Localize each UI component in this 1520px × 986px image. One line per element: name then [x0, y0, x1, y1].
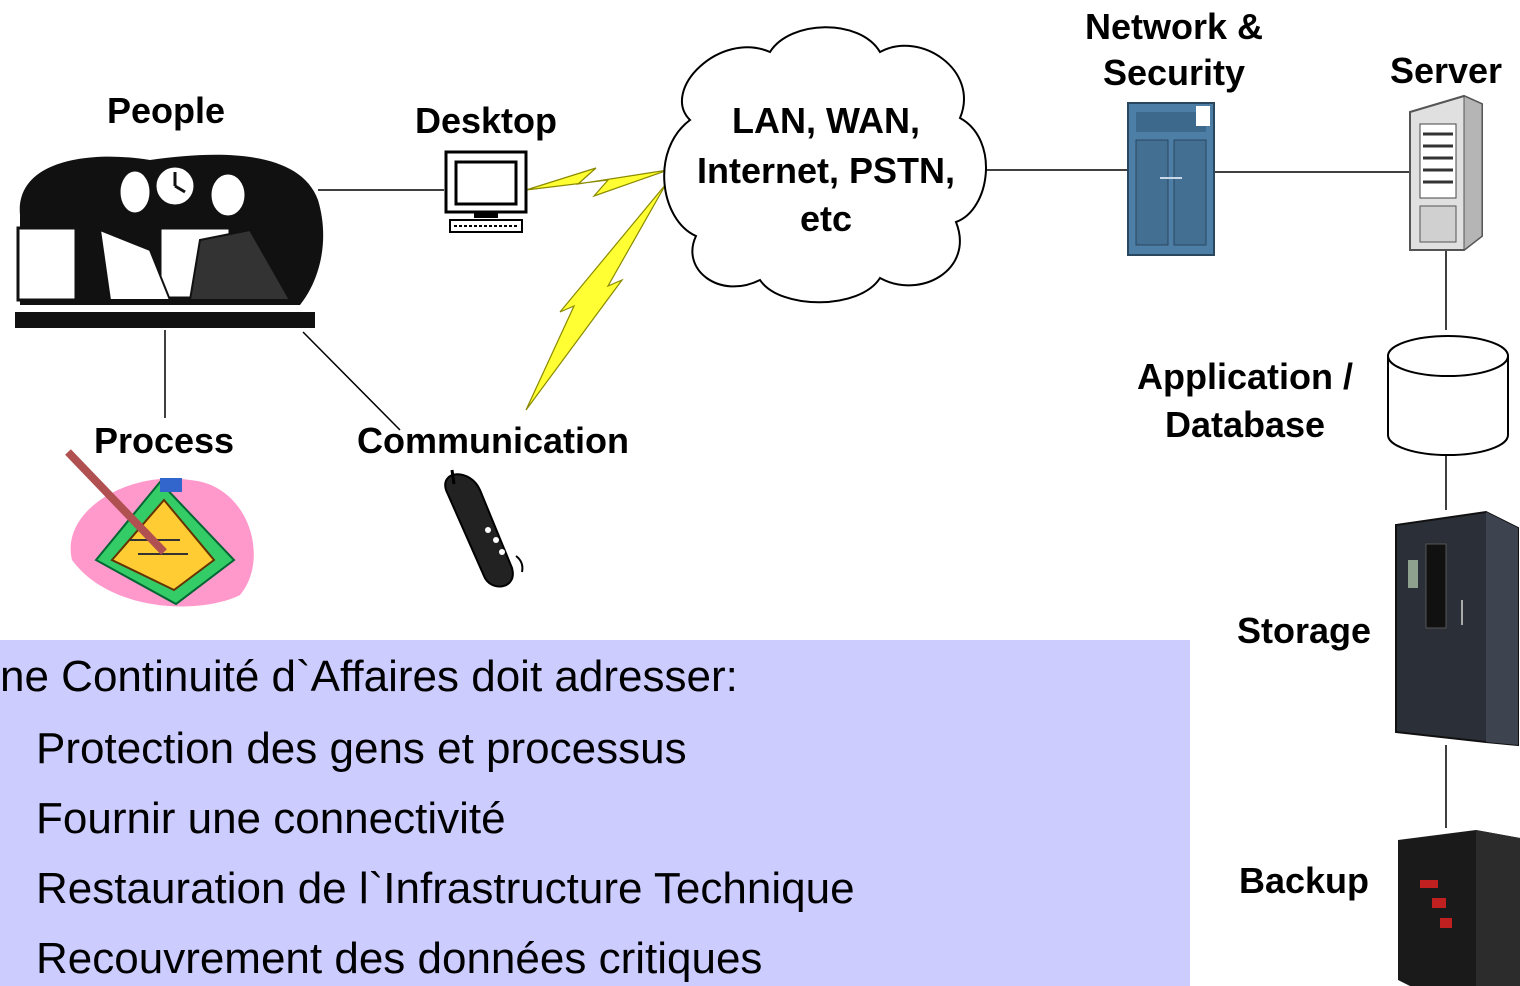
connector-lines: [164, 169, 1447, 828]
network-label-line1: Network &: [1084, 6, 1264, 47]
mobile-phone-icon: [444, 469, 524, 588]
desktop-label: Desktop: [414, 100, 558, 141]
cloud-label-line2: Internet, PSTN,: [696, 150, 956, 191]
cloud-network-icon: [663, 26, 987, 304]
network-security-appliance-icon: [1127, 102, 1215, 256]
info-box-item: Recouvrement des données critiques: [36, 934, 763, 983]
communication-label: Communication: [356, 420, 629, 461]
app-db-label-line1: Application /: [1137, 356, 1353, 397]
cloud-label-line3: etc: [799, 198, 853, 239]
network-label-line2: Security: [1102, 52, 1246, 93]
info-box-item: Fournir une connectivité: [36, 794, 506, 843]
info-box-item: Restauration de l`Infrastructure Techniq…: [36, 864, 855, 913]
desktop-computer-icon: [444, 150, 528, 233]
storage-label: Storage: [1236, 610, 1372, 651]
database-cylinder-icon: [1387, 335, 1509, 456]
cloud-label-line1: LAN, WAN,: [732, 100, 920, 141]
people-label: People: [106, 90, 226, 131]
storage-cabinet-icon: [1395, 510, 1519, 747]
server-label: Server: [1389, 50, 1503, 91]
people-meeting-icon: [15, 154, 324, 328]
backup-unit-icon: [1398, 830, 1520, 986]
process-clipboard-icon: [65, 449, 254, 607]
app-db-label-line2: Database: [1164, 404, 1326, 445]
lightning-bolt-icon: [525, 167, 669, 411]
process-label: Process: [93, 420, 235, 461]
server-tower-icon: [1409, 94, 1483, 252]
info-box-title: ne Continuité d`Affaires doit adresser:: [0, 652, 738, 701]
continuity-info-box: ne Continuité d`Affaires doit adresser: …: [0, 640, 1190, 986]
backup-label: Backup: [1238, 860, 1370, 901]
info-box-item: Protection des gens et processus: [36, 724, 687, 773]
